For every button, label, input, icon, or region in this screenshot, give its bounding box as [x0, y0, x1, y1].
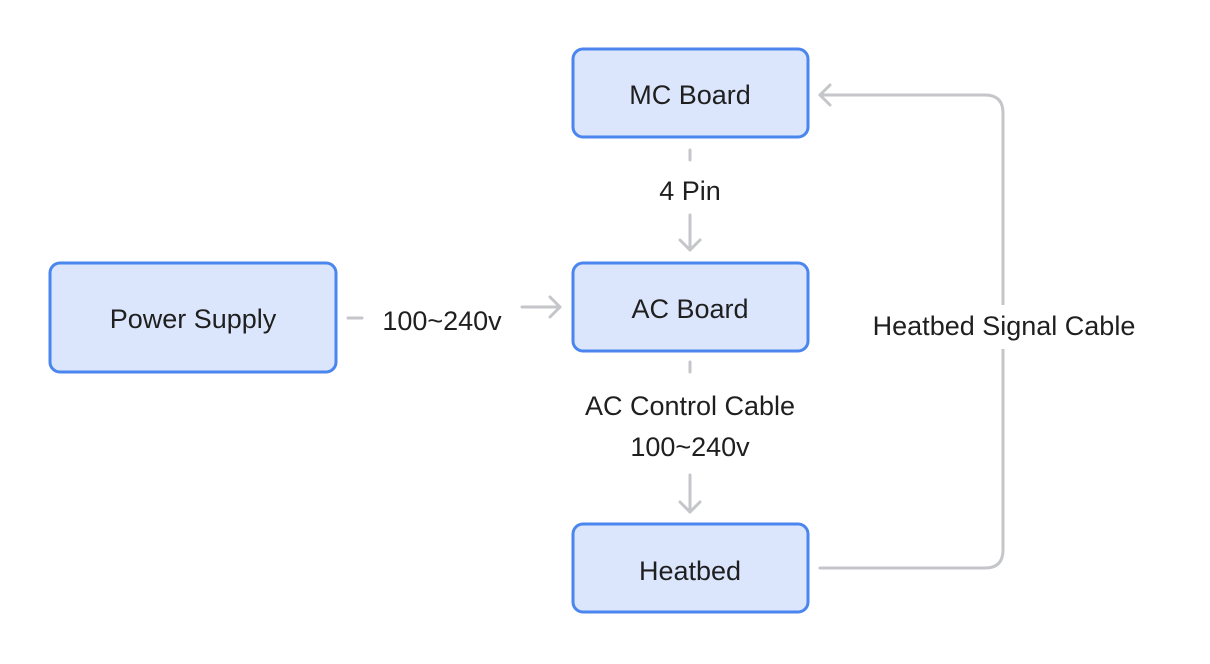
ac-to-heatbed-arrowhead [678, 500, 702, 514]
ac-board-box [571, 261, 810, 353]
power-supply-box [48, 261, 338, 374]
heatbed-to-mc-label: Heatbed Signal Cable [873, 311, 1136, 341]
mc-to-ac-label: 4 Pin [659, 176, 721, 206]
power-to-ac-arrowhead [548, 295, 562, 319]
heatbed-to-mc-line-upper [818, 93, 1005, 345]
mc-board-label: MC Board [629, 80, 751, 110]
mc-board-node: MC Board [571, 47, 810, 139]
mc-board-box [571, 47, 810, 139]
ac-to-heatbed-label-line1: AC Control Cable [585, 391, 795, 421]
connectors [346, 83, 1005, 570]
heatbed-to-mc-arrowhead [818, 83, 832, 107]
power-supply-label: Power Supply [110, 304, 277, 334]
heatbed-box [571, 522, 810, 614]
power-to-ac-label: 100~240v [382, 306, 502, 336]
mc-to-ac-arrowhead [678, 238, 702, 252]
edge-labels: 4 Pin 100~240v AC Control Cable 100~240v… [382, 176, 1135, 462]
power-supply-node: Power Supply [48, 261, 338, 374]
ac-board-label: AC Board [631, 294, 748, 324]
ac-board-node: AC Board [571, 261, 810, 353]
signal-label-mask [950, 305, 1060, 349]
heatbed-node: Heatbed [571, 522, 810, 614]
ac-to-heatbed-label-line2: 100~240v [630, 432, 750, 462]
heatbed-label: Heatbed [639, 556, 741, 586]
heatbed-to-mc-line [818, 311, 1005, 570]
